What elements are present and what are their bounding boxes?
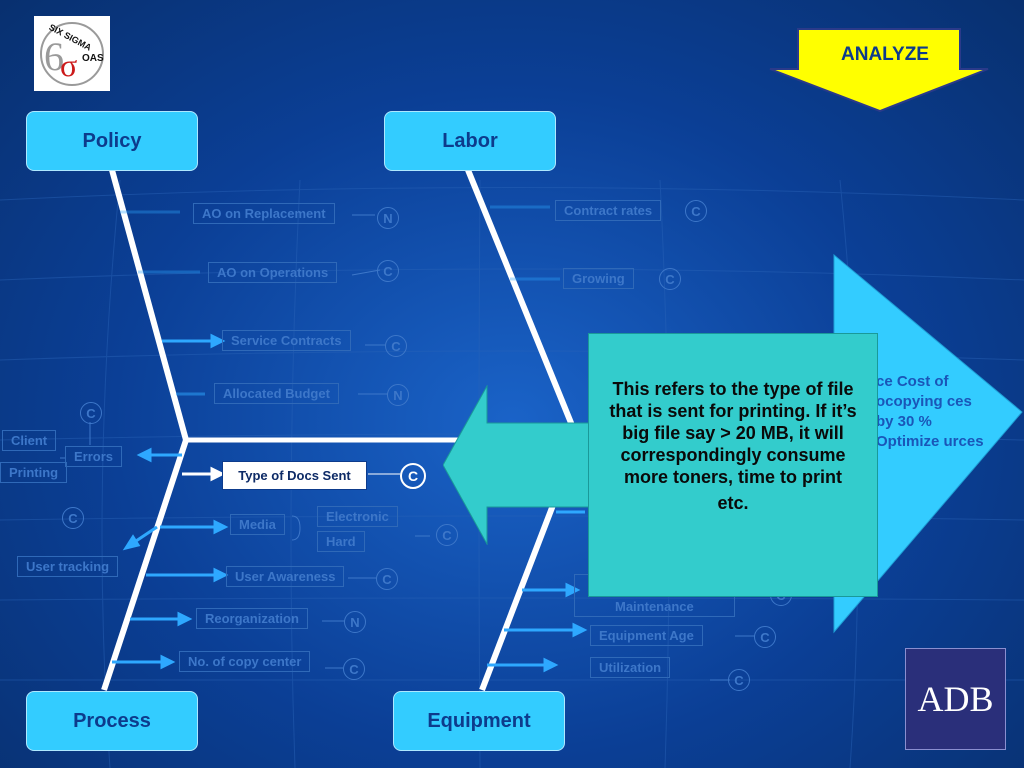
cause-user-tracking: User tracking bbox=[17, 556, 119, 577]
cause-code: C bbox=[377, 260, 399, 282]
category-labor: Labor bbox=[384, 111, 556, 171]
cause-code: N bbox=[377, 207, 399, 229]
category-process: Process bbox=[26, 691, 198, 751]
cause-equipment-age: Equipment Age bbox=[590, 625, 703, 646]
cause-code: C bbox=[80, 402, 102, 424]
cause-code: C bbox=[659, 268, 681, 290]
callout-text-etc: etc. bbox=[717, 493, 749, 513]
svg-text:σ: σ bbox=[60, 47, 77, 83]
cause-code: C bbox=[685, 200, 707, 222]
six-sigma-logo: 6 σ SIX SIGMA OAS bbox=[34, 16, 110, 91]
cause-user-awareness: User Awareness bbox=[226, 566, 345, 587]
cause-arrows bbox=[112, 205, 588, 673]
highlighted-cause-box: Type of Docs Sent bbox=[222, 461, 367, 490]
cause-client: Client bbox=[2, 430, 57, 451]
cause-code: C bbox=[754, 626, 776, 648]
svg-text:6: 6 bbox=[44, 34, 64, 79]
cause-code: C bbox=[436, 524, 458, 546]
effect-statement: ce Cost of ocopying ces by 30 % Optimize… bbox=[876, 373, 984, 450]
cause-growing: Growing bbox=[563, 268, 634, 289]
phase-label: ANALYZE bbox=[841, 44, 929, 65]
cause-ao-replacement: AO on Replacement bbox=[193, 203, 335, 224]
cause-contract-rates: Contract rates bbox=[555, 200, 662, 221]
cause-code: C bbox=[62, 507, 84, 529]
cause-code: C bbox=[728, 669, 750, 691]
cause-reorganization: Reorganization bbox=[196, 608, 308, 629]
cause-code: C bbox=[376, 568, 398, 590]
adb-logo: ADB bbox=[905, 648, 1006, 750]
connector-lines bbox=[60, 214, 755, 681]
logo-text-side: OAS bbox=[82, 53, 104, 64]
cause-code: N bbox=[344, 611, 366, 633]
category-equipment: Equipment bbox=[393, 691, 565, 751]
cause-printing: Printing bbox=[0, 462, 68, 483]
cause-code: C bbox=[343, 658, 365, 680]
category-policy: Policy bbox=[26, 111, 198, 171]
cause-media: Media bbox=[230, 514, 285, 535]
cause-service-contracts: Service Contracts bbox=[222, 330, 351, 351]
cause-electronic: Electronic bbox=[317, 506, 398, 527]
cause-allocated-budget: Allocated Budget bbox=[214, 383, 339, 404]
highlighted-cause-code: C bbox=[400, 463, 426, 489]
callout-text: This refers to the type of file that is … bbox=[609, 379, 857, 487]
cause-ao-operations: AO on Operations bbox=[208, 262, 338, 283]
cause-code: C bbox=[385, 335, 407, 357]
callout-pointer-arrow bbox=[443, 385, 592, 545]
callout-box: This refers to the type of file that is … bbox=[588, 333, 878, 597]
analyze-banner bbox=[769, 28, 989, 113]
cause-utilization: Utilization bbox=[590, 657, 671, 678]
cause-hard: Hard bbox=[317, 531, 365, 552]
cause-code: N bbox=[387, 384, 409, 406]
cause-copy-center: No. of copy center bbox=[179, 651, 311, 672]
cause-errors: Errors bbox=[65, 446, 123, 467]
